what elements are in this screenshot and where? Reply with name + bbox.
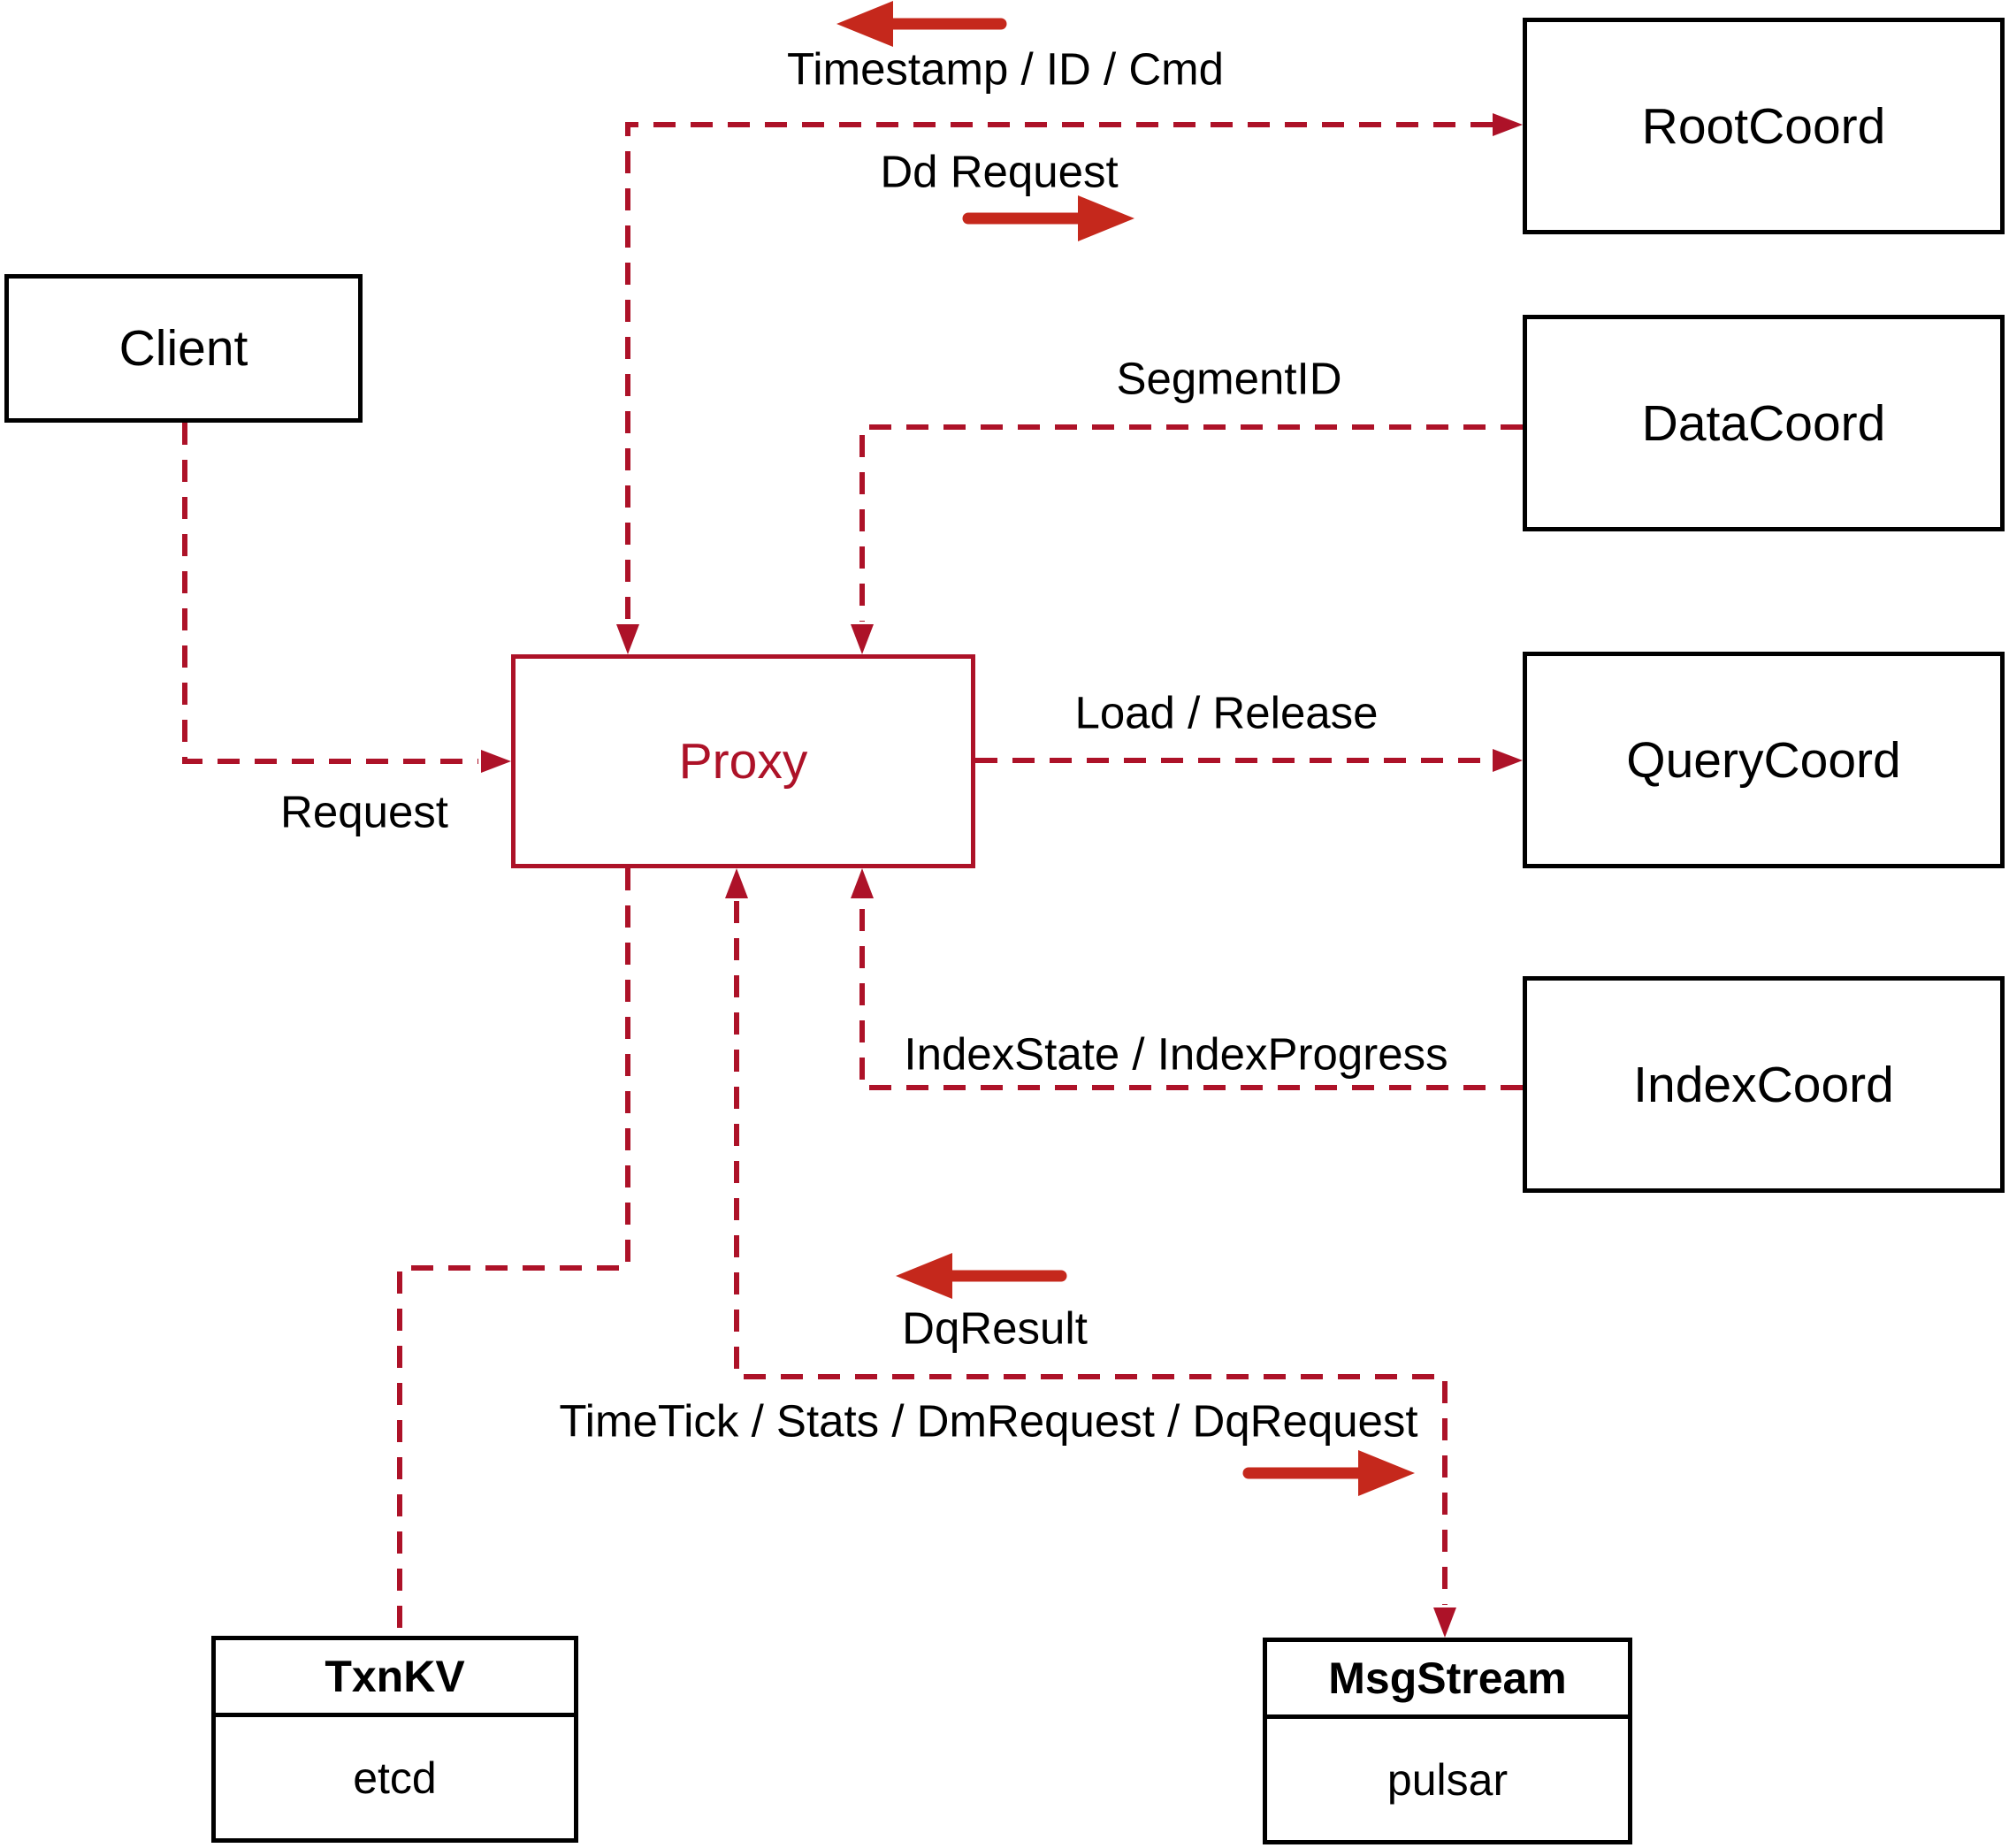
proxy-label: Proxy [678,733,808,790]
client-label: Client [118,320,248,377]
edge-proxy-to-txnkv [397,868,630,1636]
edge-label-request: Request [280,786,448,837]
txnkv-title: TxnKV [216,1640,574,1717]
proxy-node: Proxy [511,654,975,868]
edge-label-load-release: Load / Release [1074,687,1379,738]
rootcoord-label: RootCoord [1641,97,1886,155]
msgstream-impl: pulsar [1386,1754,1509,1805]
edge-label-dq-result: DqResult [902,1302,1088,1354]
querycoord-node: QueryCoord [1523,652,2005,868]
timestamp-direction-arrow-icon [836,1,1007,47]
edge-label-timestamp: Timestamp / ID / Cmd [786,43,1225,95]
edge-label-index-state: IndexState / IndexProgress [904,1028,1448,1080]
dq-result-direction-arrow-icon [896,1253,1067,1299]
indexcoord-label: IndexCoord [1633,1056,1894,1113]
edge-client-to-proxy [182,423,511,773]
edge-proxy-rootcoord [616,113,1523,654]
dd-request-direction-arrow-icon [962,195,1134,241]
rootcoord-node: RootCoord [1523,18,2005,234]
edge-proxy-msgstream [725,868,1456,1638]
edge-label-dd-request: Dd Request [880,146,1119,197]
edge-proxy-to-querycoord [975,749,1523,772]
indexcoord-node: IndexCoord [1523,976,2005,1193]
edge-indexcoord-to-proxy [851,868,1523,1090]
client-node: Client [4,274,363,423]
datacoord-label: DataCoord [1641,394,1886,452]
msgstream-node: MsgStream pulsar [1263,1638,1632,1844]
time-tick-direction-arrow-icon [1242,1450,1415,1496]
txnkv-node: TxnKV etcd [211,1636,578,1843]
datacoord-node: DataCoord [1523,315,2005,531]
msgstream-title: MsgStream [1267,1642,1628,1719]
txnkv-impl: etcd [353,1753,437,1803]
edge-datacoord-to-proxy [851,424,1523,654]
edge-label-time-tick: TimeTick / Stats / DmRequest / DqRequest [559,1395,1418,1447]
querycoord-label: QueryCoord [1626,731,1901,789]
edge-label-segment-id: SegmentID [1116,353,1342,404]
